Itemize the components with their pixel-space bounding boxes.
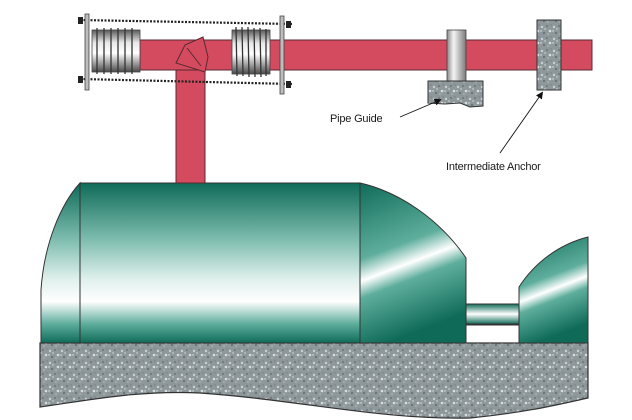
rod-nuts	[78, 17, 291, 88]
intermediate-anchor-leader	[499, 91, 544, 154]
concrete-foundation	[39, 342, 589, 419]
intermediate-anchor	[536, 19, 562, 91]
horizontal-pipe	[139, 39, 593, 71]
tank-body	[79, 182, 361, 344]
left-bellows-expansion-joint	[91, 28, 141, 74]
tank-right-cap	[359, 182, 467, 344]
pipe-guide	[427, 29, 484, 108]
right-bellows-expansion-joint	[231, 26, 271, 78]
right-flange	[279, 15, 285, 95]
intermediate-anchor-label: Intermediate Anchor	[446, 161, 541, 173]
tie-rods	[79, 18, 293, 86]
pump-housing	[518, 236, 589, 344]
connecting-pipe	[465, 303, 520, 325]
pipe-guide-leader	[399, 98, 442, 118]
pipe-guide-label: Pipe Guide	[330, 113, 383, 125]
tank-left-cap	[40, 181, 81, 344]
vertical-pipe	[175, 61, 206, 184]
left-flange	[84, 13, 90, 91]
